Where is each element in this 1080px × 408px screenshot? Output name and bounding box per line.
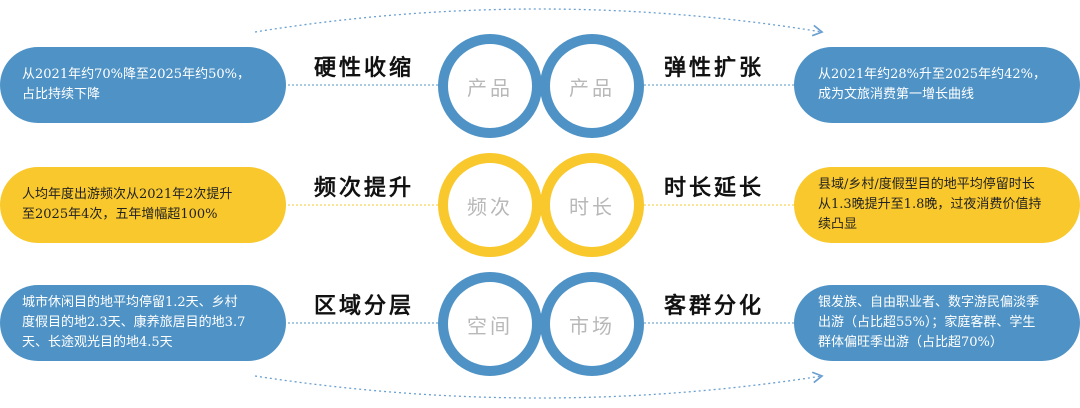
row-2-right-ring-label: 时长 — [569, 194, 615, 219]
row-2-left-ring: 频次 — [438, 153, 542, 257]
row-3-right-text: 银发族、自由职业者、数字游民偏淡季 出游（占比超55%）；家庭客群、学生 群体偏… — [818, 295, 1040, 350]
row-2-right-ring: 时长 — [540, 153, 644, 257]
row-1-left-text: 从2021年约70%降至2025年约50%， 占比持续下降 — [22, 67, 250, 102]
row-2-left-ring-label: 频次 — [467, 194, 513, 219]
row-2-right-text: 县域/乡村/度假型目的地平均停留时长 从1.3晚提升至1.8晚，过夜消费价值持 … — [818, 177, 1042, 232]
row-1-right-title: 弹性扩张 — [664, 55, 765, 81]
row-3-left-pill: 城市休闲目的地平均停留1.2天、乡村 度假目的地2.3天、康养旅居目的地3.7 … — [0, 285, 286, 361]
row-1-left-ring-label: 产品 — [467, 75, 513, 100]
bottom-curved-arrow — [254, 371, 824, 399]
row-2-left-title: 频次提升 — [314, 175, 415, 201]
row-2-left-text: 人均年度出游频次从2021年2次提升 至2025年4次，五年增幅超100% — [22, 187, 233, 222]
row-3-left-ring: 空间 — [438, 272, 542, 376]
row-1-right-ring: 产品 — [540, 34, 644, 138]
row-2-left-pill: 人均年度出游频次从2021年2次提升 至2025年4次，五年增幅超100% — [0, 167, 286, 243]
row-1-right-text: 从2021年约28%升至2025年约42%， 成为文旅消费第一增长曲线 — [818, 67, 1046, 102]
row-3-left-text: 城市休闲目的地平均停留1.2天、乡村 度假目的地2.3天、康养旅居目的地3.7 … — [22, 295, 246, 350]
top-curved-arrow — [254, 8, 824, 37]
row-1-right-ring-label: 产品 — [569, 75, 615, 100]
row-3-left-ring-label: 空间 — [467, 313, 513, 338]
row-2-right-title: 时长延长 — [664, 175, 765, 201]
row-3-left-title: 区域分层 — [314, 293, 415, 319]
row-3-right-ring-label: 市场 — [569, 313, 615, 338]
row-1-left-title: 硬性收缩 — [314, 55, 415, 81]
row-3-right-ring: 市场 — [540, 272, 644, 376]
row-1-right-pill: 从2021年约28%升至2025年约42%， 成为文旅消费第一增长曲线 — [794, 47, 1080, 123]
row-3-right-pill: 银发族、自由职业者、数字游民偏淡季 出游（占比超55%）；家庭客群、学生 群体偏… — [794, 285, 1080, 361]
row-1-left-pill: 从2021年约70%降至2025年约50%， 占比持续下降 — [0, 47, 286, 123]
row-1-left-ring: 产品 — [438, 34, 542, 138]
row-3-right-title: 客群分化 — [664, 293, 765, 319]
row-2-right-pill: 县域/乡村/度假型目的地平均停留时长 从1.3晚提升至1.8晚，过夜消费价值持 … — [794, 167, 1080, 243]
